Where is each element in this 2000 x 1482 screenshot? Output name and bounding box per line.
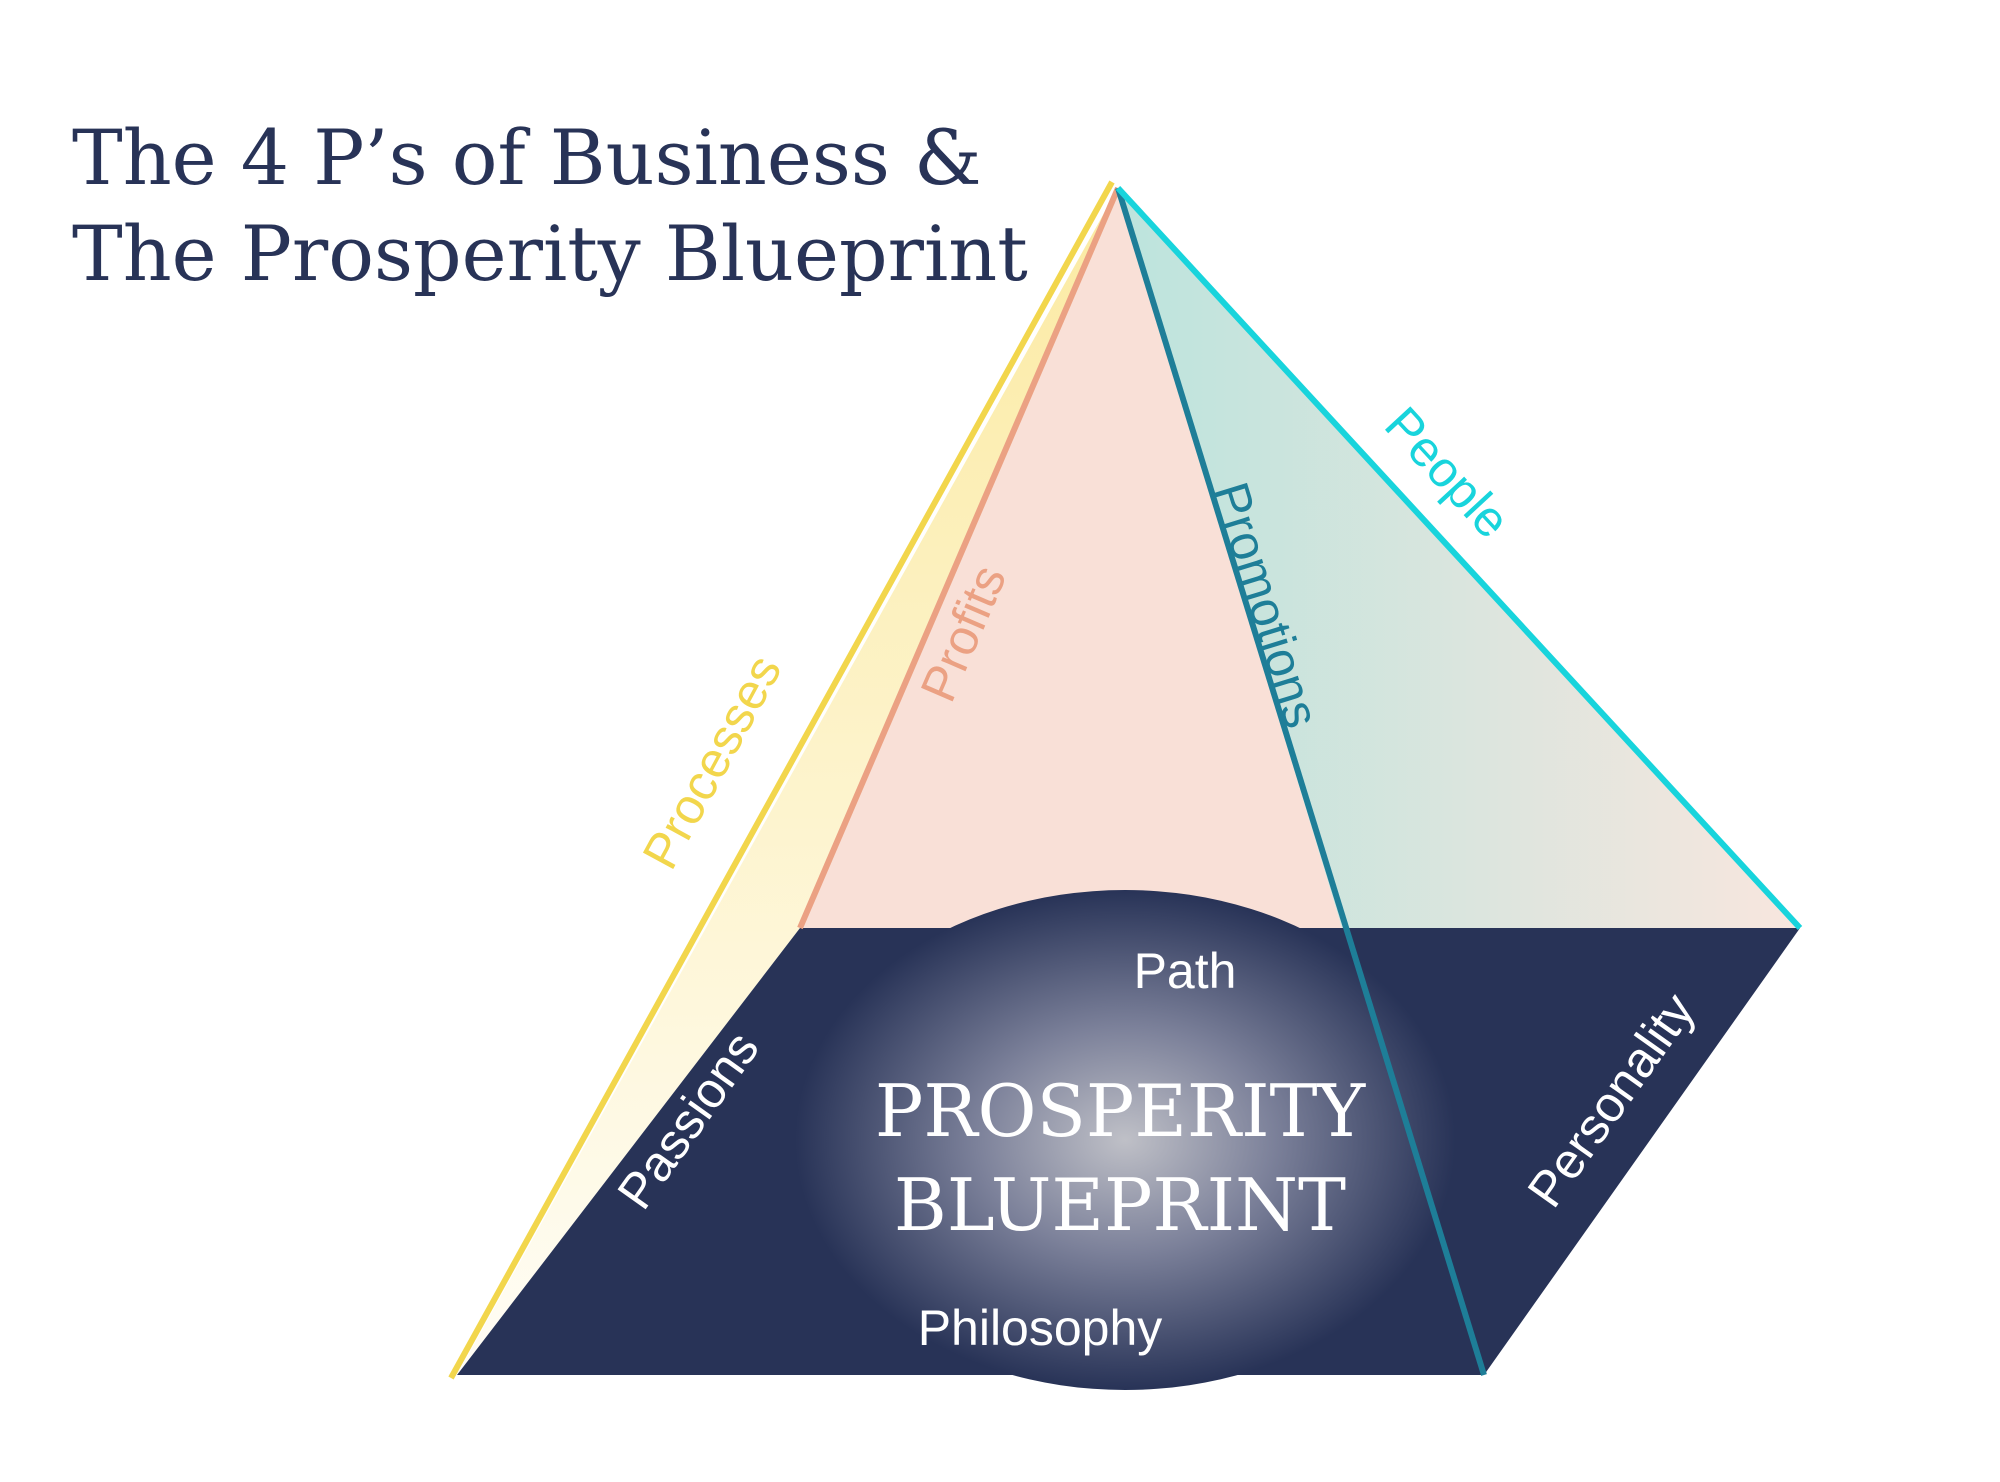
diagram-title: The 4 P’s of Business & The Prosperity B… bbox=[72, 110, 1028, 302]
label-path: Path bbox=[1134, 943, 1237, 999]
blueprint-glow bbox=[795, 890, 1455, 1390]
label-philosophy: Philosophy bbox=[918, 1300, 1163, 1356]
processes-face bbox=[457, 188, 1118, 1375]
center-title-line-2: BLUEPRINT bbox=[894, 1163, 1346, 1247]
title-line-1: The 4 P’s of Business & bbox=[72, 113, 982, 202]
profits-face bbox=[800, 188, 1342, 928]
people-edge bbox=[1115, 185, 1803, 931]
center-title-line-1: PROSPERITY bbox=[875, 1069, 1367, 1153]
promotions-edge bbox=[1115, 187, 1487, 1376]
processes-edge bbox=[448, 180, 1115, 1380]
title-line-2: The Prosperity Blueprint bbox=[72, 208, 1028, 298]
profits-edge bbox=[797, 186, 1121, 930]
